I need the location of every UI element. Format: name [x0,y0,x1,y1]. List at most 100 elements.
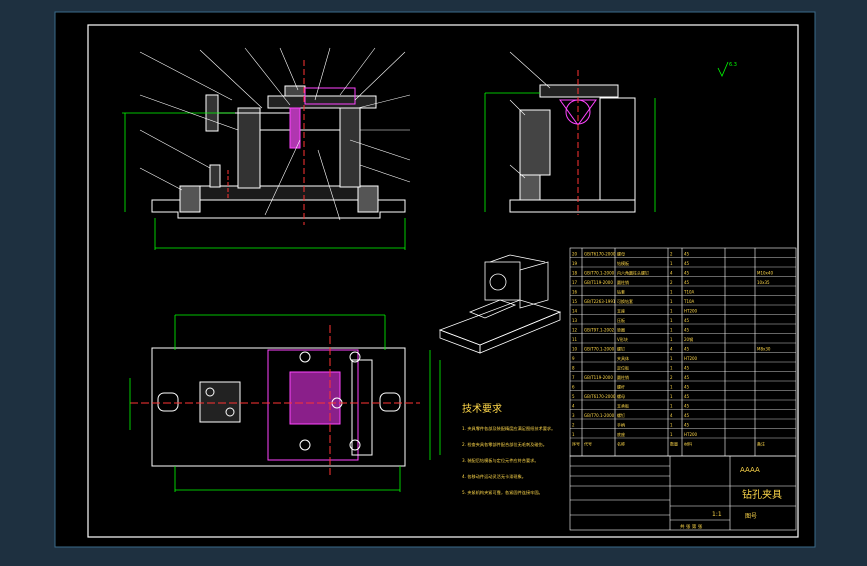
tech-requirements: 技术要求 1. 夹具零件各部及装配精度应满足图纸技术要求。 2. 检查夹具各零部… [462,402,555,496]
bom-cell-no: 18 [572,270,578,275]
bom-cell-name: 可换钻套 [617,298,633,304]
bom-cell-no: 9 [572,356,575,361]
bom-cell-name: 夹具体 [617,355,629,361]
tech-item: 4. 各移动件运动灵活无卡滞现象。 [462,473,526,480]
bom-cell-note: M10x40 [757,270,773,275]
bom-cell-no: 4 [572,403,575,408]
bom-cell-name: 圆柱销 [617,374,629,380]
bom-cell-qty: 1 [670,432,673,437]
bom-cell-code: GB/T119-2000 [584,280,613,285]
bom-cell-name: 内六角圆柱头螺钉 [617,269,649,275]
bom-cell-no: 16 [572,289,578,294]
bom-row: 2 手柄 1 45 [572,421,690,427]
bom-cell-mat: T10A [683,289,695,294]
bom-header-cell: 序号 [572,441,580,447]
bom-cell-no: 20 [572,251,578,256]
bom-cell-qty: 1 [670,365,673,370]
bom-header-cell: 数量 [670,441,678,447]
bom-cell-code: GB/T119-2000 [584,375,613,380]
bom-cell-mat: 45 [684,261,690,266]
bom-cell-name: 螺钉 [617,412,625,418]
roughness-value: 6.3 [729,62,737,68]
bom-cell-mat: 45 [684,413,690,418]
bom-cell-name: 支承板 [617,402,629,408]
bom-cell-mat: 45 [684,280,690,285]
bom-cell-mat: 45 [684,384,690,389]
front-view [122,47,411,250]
bom-row: 19 钻模板 1 45 [572,260,690,266]
company-name: AAAA [740,466,760,474]
tech-heading: 技术要求 [462,402,502,415]
bom-cell-no: 2 [572,422,575,427]
bom-cell-qty: 4 [670,413,673,418]
bom-cell-mat: 45 [684,318,690,323]
bom-cell-no: 8 [572,365,575,370]
bom-cell-name: 钻套 [617,288,625,294]
bom-row: 17 GB/T119-2000 圆柱销 2 45 10x35 [572,279,770,285]
bom-header: 序号代号 名称 数量材料 备注 [572,441,765,447]
bom-cell-mat: 45 [684,422,690,427]
bom-cell-name: 手柄 [617,421,625,427]
bom-cell-name: 螺钉 [617,345,625,351]
bom-cell-name: V形块 [617,336,628,342]
bom-cell-qty: 1 [670,327,673,332]
side-view [484,51,656,215]
bom-cell-mat: 45 [684,251,690,256]
footer-label: 共 张 第 张 [680,523,703,530]
bom-cell-no: 3 [572,413,575,418]
bom-cell-name: 圆柱销 [617,279,629,285]
tech-item: 3. 装配后钻模板与定位元件应符合要求。 [462,457,539,464]
bom-header-cell: 名称 [617,441,625,447]
bom-cell-code: GB/T6170-2000 [584,394,616,399]
bom-cell-no: 6 [572,384,575,389]
bom-cell-no: 19 [572,261,578,266]
bom-header-cell: 备注 [757,441,765,447]
bom-cell-qty: 1 [670,318,673,323]
drawing-name: 钻孔夹具 [742,488,782,501]
bom-cell-mat: HT200 [684,308,698,313]
bom-cell-qty: 4 [670,270,673,275]
bom-cell-qty: 1 [670,289,673,294]
bom-cell-qty: 1 [670,261,673,266]
bom-cell-mat: 45 [684,375,690,380]
bom-cell-mat: T10A [683,299,695,304]
bom-cell-code: GB/T70.1-2000 [584,413,615,418]
bom-cell-qty: 2 [670,280,673,285]
bom-cell-name: 压板 [617,317,625,323]
bom-cell-code: GB/T70.1-2000 [584,270,615,275]
tech-item: 5. 夹紧机构夹紧可靠，各紧固件连接牢固。 [462,489,543,496]
bom-cell-name: 钻模板 [617,260,629,266]
bom-row: 16 钻套 1 T10A [572,288,695,294]
bom-header-cell: 代号 [584,441,592,447]
bom-cell-qty: 1 [670,403,673,408]
bom-cell-mat: HT200 [684,356,698,361]
bom-cell-qty: 1 [670,422,673,427]
bom-cell-name: 螺母 [617,250,625,256]
bom-cell-no: 11 [572,337,578,342]
bom-cell-no: 10 [572,346,578,351]
sheet-label: 图号 [745,513,757,520]
bom-cell-mat: 45 [684,394,690,399]
bom-cell-qty: 1 [670,394,673,399]
bom-header-cell: 材料 [684,441,692,447]
bom-cell-no: 5 [572,394,575,399]
drawing-frame [87,24,799,538]
bom-cell-name: 支座 [617,307,625,313]
bom-cell-qty: 1 [670,299,673,304]
bom-cell-qty: 1 [670,308,673,313]
bom-cell-no: 17 [572,280,578,285]
bom-cell-note: 10x35 [757,280,770,285]
